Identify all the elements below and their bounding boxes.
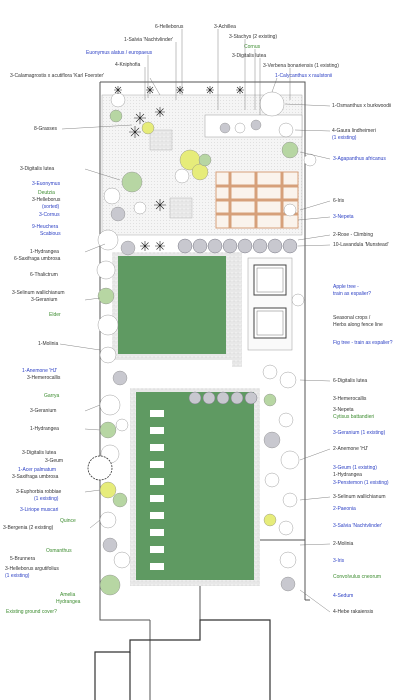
plant-label: Convolvulus cneorum	[333, 574, 382, 580]
plant-label: 3-Geranium	[30, 408, 57, 414]
plant-label: 6-Iris	[333, 198, 345, 204]
plant-label: 6-Digitalis lutea	[333, 378, 368, 384]
plant-label: 3-Salvia 'Nachtvlinder'	[333, 523, 383, 529]
plant-label: 6-Thalictrum	[30, 272, 58, 278]
plant-label: Apple tree -	[333, 284, 359, 290]
plant-label: Cornus	[244, 44, 261, 50]
plant-label: 9-Heuchera	[32, 224, 59, 230]
plant-label: 1-Hydrangea	[30, 249, 59, 255]
plant-label: train as espalier?	[333, 291, 372, 297]
plant-label: 4-Hebe rakaiensis	[333, 609, 374, 615]
plant-label: Deutzia	[38, 190, 55, 196]
plant-label: 1-Hydrangea	[333, 472, 362, 478]
plant-label: 5-Brunnera	[10, 556, 36, 562]
plant-label: 2-Anemone 'HJ'	[333, 446, 369, 452]
plant-label: 3-Penstemon (1 existing)	[333, 480, 389, 486]
plant-label: 3-Helleborus	[32, 197, 61, 203]
plant-label: 3-Selinum wallichianum	[12, 290, 65, 296]
plant-label: 4-Kniphofia	[115, 62, 141, 68]
plant-label: 2-Rose - Climbing	[333, 232, 374, 238]
plant-label: Osmanthus	[46, 548, 72, 554]
plant-label: 1-Calycanthus x raulstonii	[275, 73, 333, 79]
plant-label: 4-Sedum	[333, 593, 354, 599]
plant-label: 3-Geranium	[31, 297, 58, 303]
pergola	[215, 171, 299, 229]
raised-planter	[253, 264, 287, 296]
plant-label: 3-Digitalis lutea	[20, 166, 55, 172]
plant-label: 3-Selinum wallichianum	[333, 494, 386, 500]
plant-label: Herbs along fence line	[333, 322, 383, 328]
plant-label: 3-Achillea	[214, 24, 236, 30]
plant-label: 3-Geranium (1 existing)	[333, 430, 386, 436]
plant-label: (1 existing)	[332, 135, 357, 141]
plant-label: 3-Iris	[333, 558, 345, 564]
brick-feature	[149, 129, 173, 151]
plant-label: 3-Stachys (2 existing)	[229, 34, 278, 40]
plant-label: 3-Hemerocallis	[333, 396, 367, 402]
plant-label: Scabious	[40, 231, 61, 237]
plant-label: Euonymus alatus / europaeus	[86, 50, 153, 56]
plant-label: 3-Geum	[45, 458, 64, 464]
plant-label: 3-Liriope muscari	[20, 507, 59, 513]
plant-label: 1-Anemone 'HJ'	[22, 368, 58, 374]
plant-label: 3-Digitalis lutea	[22, 450, 57, 456]
plant-label: Elder	[49, 312, 61, 318]
brick-feature	[169, 197, 193, 219]
plant-label: Quince	[60, 518, 76, 524]
raised-planter	[253, 307, 287, 339]
raised-planter	[256, 310, 284, 336]
brick-path	[232, 252, 242, 367]
plant-label: Cytisus battandieri	[333, 414, 375, 420]
house-outline	[94, 619, 271, 700]
plant-label: 2-Molinia	[333, 541, 354, 547]
plant-label: 1-Molinia	[38, 341, 59, 347]
plant-label: 3-Hemerocallis	[27, 375, 61, 381]
plant-label: 3-Verbena bonariensis (1 existing)	[263, 63, 339, 69]
plant-label: Hydrangea	[56, 599, 81, 605]
plant-label: 3-Nepeta	[333, 407, 354, 413]
stepping-stones	[150, 410, 164, 570]
plant-label: 3-Euphorbia robbiae	[16, 489, 62, 495]
plant-label: 3-Agapanthus africanus	[333, 156, 386, 162]
plant-label: Garrya	[44, 393, 60, 399]
raised-planter	[256, 267, 284, 293]
plant-label: 3-Helleborus argutifolius	[5, 566, 59, 572]
plant-label: 3-Euonymus	[32, 181, 61, 187]
plant-label: 3-Geum (1 existing)	[333, 465, 377, 471]
plant-label: 3-Calamagrostis x acutiflora 'Karl Foers…	[10, 73, 105, 79]
plant-label: 4-Gaura lindheimeri	[332, 128, 376, 134]
plant-label: 3-Nepeta	[333, 214, 354, 220]
plant-label: (sorted)	[42, 204, 60, 210]
plant-label: 6-Saxifraga umbrosa	[14, 256, 61, 262]
plant-label: 3-Digitalis lutea	[232, 53, 267, 59]
plant-label: 3-Cornus	[39, 212, 60, 218]
grass-symbols	[114, 86, 244, 251]
acer-palmatum	[87, 455, 113, 481]
plant-label: 2-Paeonia	[333, 506, 356, 512]
plant-label: 10-Lavandula 'Munstead'	[333, 242, 389, 248]
lavender-row	[177, 238, 298, 405]
plant-label: Existing ground cover?	[6, 609, 57, 615]
plant-label: (1 existing)	[5, 573, 30, 579]
upper-lawn	[118, 256, 226, 354]
shrub-planting	[96, 91, 317, 596]
plant-label: 1-Hydrangea	[30, 426, 59, 432]
plant-label: 1-Acer palmatum	[18, 467, 57, 473]
plant-label: 8-Grasses	[34, 126, 58, 132]
plant-label: 3-Saxifraga umbrosa	[12, 474, 59, 480]
plant-label: 1-Osmanthus x burkwoodii	[332, 103, 392, 109]
plant-label: Amelia	[60, 592, 76, 598]
plant-label: 3-Bergenia (2 existing)	[3, 525, 54, 531]
plant-label: 1-Salvia 'Nachtvlinder'	[124, 37, 174, 43]
plant-label: 6-Helleborus	[155, 24, 184, 30]
plant-label: Seasonal crops /	[333, 315, 371, 321]
plant-label: (1 existing)	[34, 496, 59, 502]
plant-label: Fig tree - train as espalier?	[333, 340, 393, 346]
